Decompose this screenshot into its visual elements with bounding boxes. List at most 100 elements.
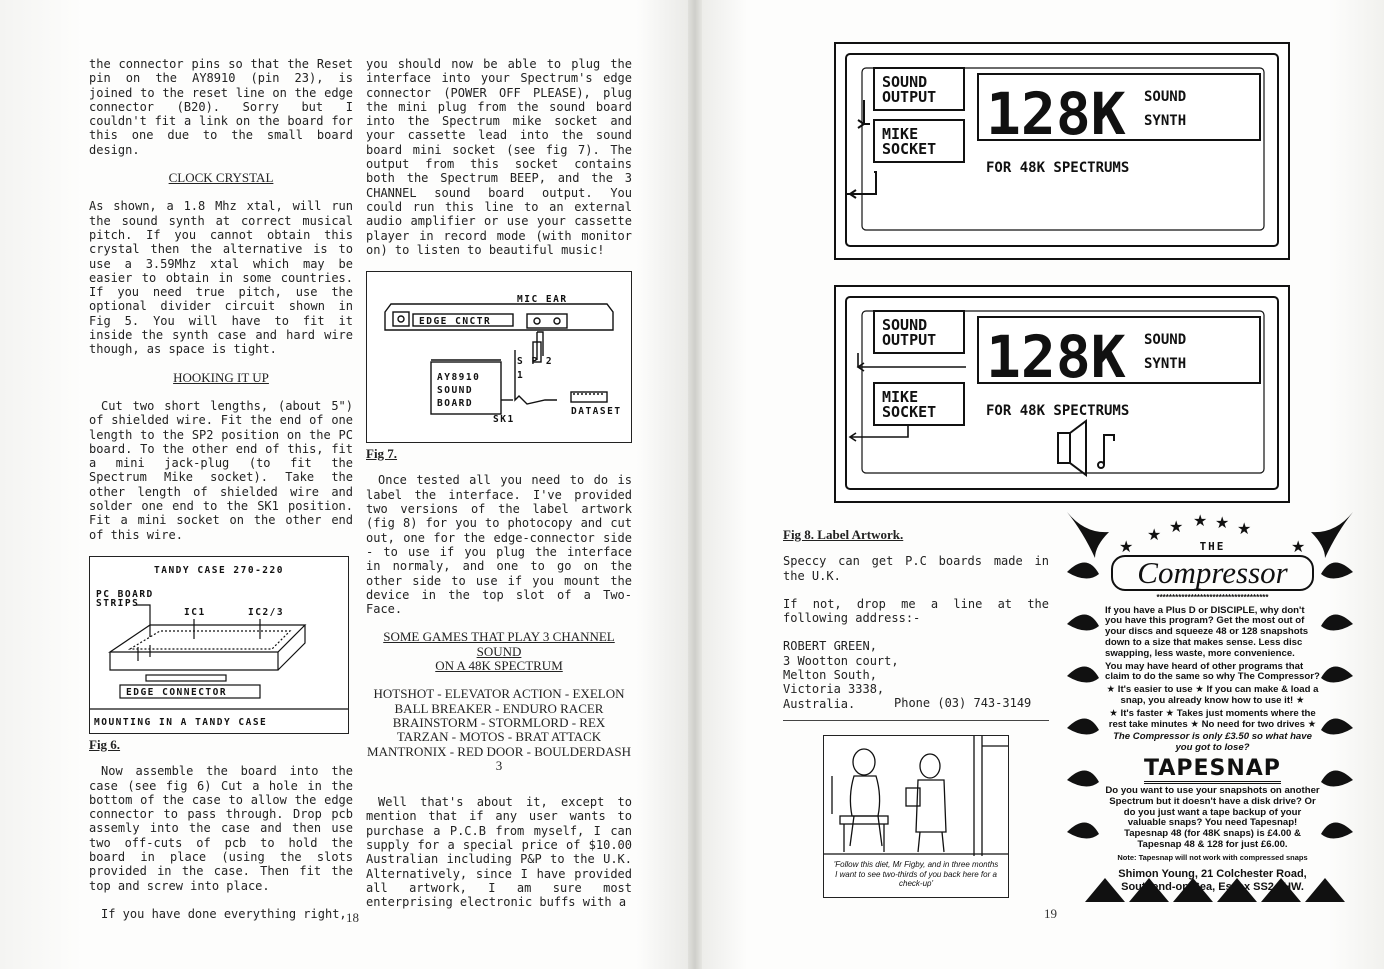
fig6-mounting: MOUNTING IN A TANDY CASE: [94, 717, 267, 728]
address-line: ROBERT GREEN,: [783, 639, 877, 654]
fig7-sp2: S P 2: [517, 356, 553, 367]
figure-7-caption: Fig 7.: [366, 446, 398, 462]
para-tested: Once tested all you need to do is label …: [366, 473, 632, 617]
label1-mike: MIKE: [882, 125, 918, 143]
left-col-1: the connector pins so that the Reset pin…: [89, 57, 353, 935]
ad-stars: ************************************: [1156, 592, 1269, 602]
ad-address-2: Southend-on-Sea, Essex SS2 6HW.: [1121, 880, 1304, 893]
fig6-strips: STRIPS: [96, 598, 139, 609]
label1-svg: SOUND OUTPUT MIKE SOCKET 128K SOUND SYNT…: [845, 53, 1279, 247]
rule-line: [783, 720, 1049, 721]
phone-number: Phone (03) 743-3149: [894, 696, 1032, 711]
label1-socket: SOCKET: [882, 140, 936, 158]
label1-sound: SOUND: [882, 73, 927, 91]
cartoon-panel: 'Follow this diet, Mr Figby, and in thre…: [823, 735, 1009, 898]
fig6-edge-connector: EDGE CONNECTOR: [126, 687, 227, 698]
figure-6-caption: Fig 6.: [89, 736, 121, 752]
figure-6-diagram: TANDY CASE 270-220 PC BOARD STRIPS IC1 I…: [89, 555, 349, 734]
games-line: TARZAN - MOTOS - BRAT ATTACK: [396, 729, 602, 745]
fig7-ay: AY8910: [437, 372, 480, 383]
fig7-mic-ear: MIC EAR: [517, 294, 568, 305]
fig7-dataset: DATASET: [571, 406, 622, 417]
label2-synth: SYNTH: [1144, 356, 1186, 372]
heading-clock-crystal: CLOCK CRYSTAL: [168, 170, 274, 186]
para-plug: you should now be able to plug the inter…: [366, 57, 632, 257]
fig7-sound: SOUND: [437, 385, 473, 396]
fig7-edge: EDGE CNCTR: [419, 316, 491, 327]
fig6-title: TANDY CASE 270-220: [154, 565, 284, 576]
advert-border-svg: ★★★ ★★★ ★: [1067, 512, 1353, 902]
para-reset-pin: the connector pins so that the Reset pin…: [89, 57, 353, 157]
para-if-not: If not, drop me a line at the following …: [783, 596, 1049, 626]
games-line: BRAINSTORM - STORMLORD - REX: [392, 714, 606, 730]
label2-output: OUTPUT: [882, 331, 936, 349]
page-gutter: [688, 0, 702, 969]
fig7-one: 1: [517, 370, 524, 381]
label2-sound-2: SOUND: [1144, 332, 1186, 348]
para-assemble: Now assemble the board into the case (se…: [89, 764, 353, 893]
svg-text:★: ★: [1291, 537, 1305, 556]
para-hooking: Cut two short lengths, (about 5") of shi…: [89, 398, 353, 542]
ad-para-3: ★ It's easier to use ★ If you can make &…: [1106, 684, 1319, 706]
svg-text:★: ★: [1119, 537, 1133, 556]
label1-128k: 128K: [986, 80, 1126, 148]
label-artwork-2: SOUND OUTPUT MIKE SOCKET 128K SOUND SYNT…: [834, 285, 1290, 503]
label1-output: OUTPUT: [882, 88, 936, 106]
label-artwork-1: SOUND OUTPUT MIKE SOCKET 128K SOUND SYNT…: [834, 42, 1290, 260]
ad-para-4: ★ It's faster ★ Takes just moments where…: [1108, 707, 1317, 730]
ad-para-2: You may have heard of other programs tha…: [1105, 660, 1320, 683]
address-line: Victoria 3338,: [783, 682, 885, 697]
games-list: HOTSHOT - ELEVATOR ACTION - EXELON BALL …: [366, 687, 632, 773]
games-line: BALL BREAKER - ENDURO RACER: [394, 700, 604, 716]
ad-tapesnap-logo: TAPESNAP: [1144, 756, 1281, 784]
ad-address-1: Shimon Young, 21 Colchester Road,: [1118, 867, 1307, 880]
svg-text:★: ★: [1215, 513, 1229, 532]
label2-for-48k: FOR 48K SPECTRUMS: [986, 403, 1129, 419]
label2-sound: SOUND: [882, 316, 927, 334]
advert-copy: THE Compressor *************************…: [1105, 540, 1320, 894]
label1-synth: SYNTH: [1144, 113, 1186, 129]
label2-socket: SOCKET: [882, 403, 936, 421]
para-crystal: As shown, a 1.8 Mhz xtal, will run the s…: [89, 199, 353, 357]
label2-svg: SOUND OUTPUT MIKE SOCKET 128K SOUND SYNT…: [845, 296, 1279, 490]
left-col-2: you should now be able to plug the inter…: [366, 57, 632, 923]
para-done: If you have done everything right,: [101, 906, 347, 921]
para-pcb-uk: Speccy can get P.C boards made in the U.…: [783, 554, 1049, 583]
svg-text:★: ★: [1147, 525, 1161, 544]
svg-text:★: ★: [1237, 519, 1251, 538]
fig6-pc-board: PC BOARD: [96, 589, 154, 600]
label2-128k: 128K: [986, 323, 1126, 391]
label1-sound-2: SOUND: [1144, 89, 1186, 105]
games-line: HOTSHOT - ELEVATOR ACTION - EXELON: [373, 686, 625, 702]
ad-para-7: Tapesnap 48 (for 48K snaps) is £4.00 &: [1124, 828, 1301, 840]
fig7-sk1: SK1: [493, 414, 515, 425]
compressor-advert: ★★★ ★★★ ★ THE Compressor ***************…: [1065, 512, 1355, 907]
address-block: ROBERT GREEN, 3 Wootton court, Melton So…: [783, 639, 1049, 710]
address-line: 3 Wootton court,: [783, 653, 899, 668]
fig6-ic1: IC1: [184, 607, 206, 618]
label1-for-48k: FOR 48K SPECTRUMS: [986, 160, 1129, 176]
ad-note: Note: Tapesnap will not work with compre…: [1117, 852, 1308, 862]
figure-7-diagram: MIC EAR EDGE CNCTR AY8910 SOUND BOARD S …: [366, 271, 632, 444]
address-line: Melton South,: [783, 668, 877, 683]
folio-left: 18: [346, 910, 359, 925]
svg-text:★: ★: [1169, 517, 1183, 536]
heading-games-2: ON A 48K SPECTRUM: [435, 658, 563, 674]
ad-para-6: Do you want to use your snapshots on ano…: [1105, 784, 1320, 829]
fig7-board: BOARD: [437, 398, 473, 409]
ad-compressor-title: Compressor: [1111, 554, 1314, 591]
heading-hooking-up: HOOKING IT UP: [173, 369, 269, 385]
heading-games-1: SOME GAMES THAT PLAY 3 CHANNEL SOUND: [383, 629, 615, 659]
cartoon-svg: [824, 736, 1008, 856]
ad-para-8: Tapesnap 48 & 128 for just £6.00.: [1137, 838, 1288, 850]
figure-8-caption: Fig 8. Label Artwork.: [783, 527, 904, 542]
right-col-text: Fig 8. Label Artwork. Speccy can get P.C…: [783, 524, 1049, 711]
connection-svg: MIC EAR EDGE CNCTR AY8910 SOUND BOARD S …: [384, 294, 622, 425]
ad-para-5: The Compressor is only £3.50 so what hav…: [1113, 731, 1312, 754]
label2-mike: MIKE: [882, 388, 918, 406]
ad-the: THE: [1199, 540, 1226, 553]
fig6-ic23: IC2/3: [248, 607, 284, 618]
cartoon-caption: 'Follow this diet, Mr Figby, and in thre…: [833, 860, 999, 888]
para-well-thats: Well that's about it, except to mention …: [366, 795, 632, 910]
